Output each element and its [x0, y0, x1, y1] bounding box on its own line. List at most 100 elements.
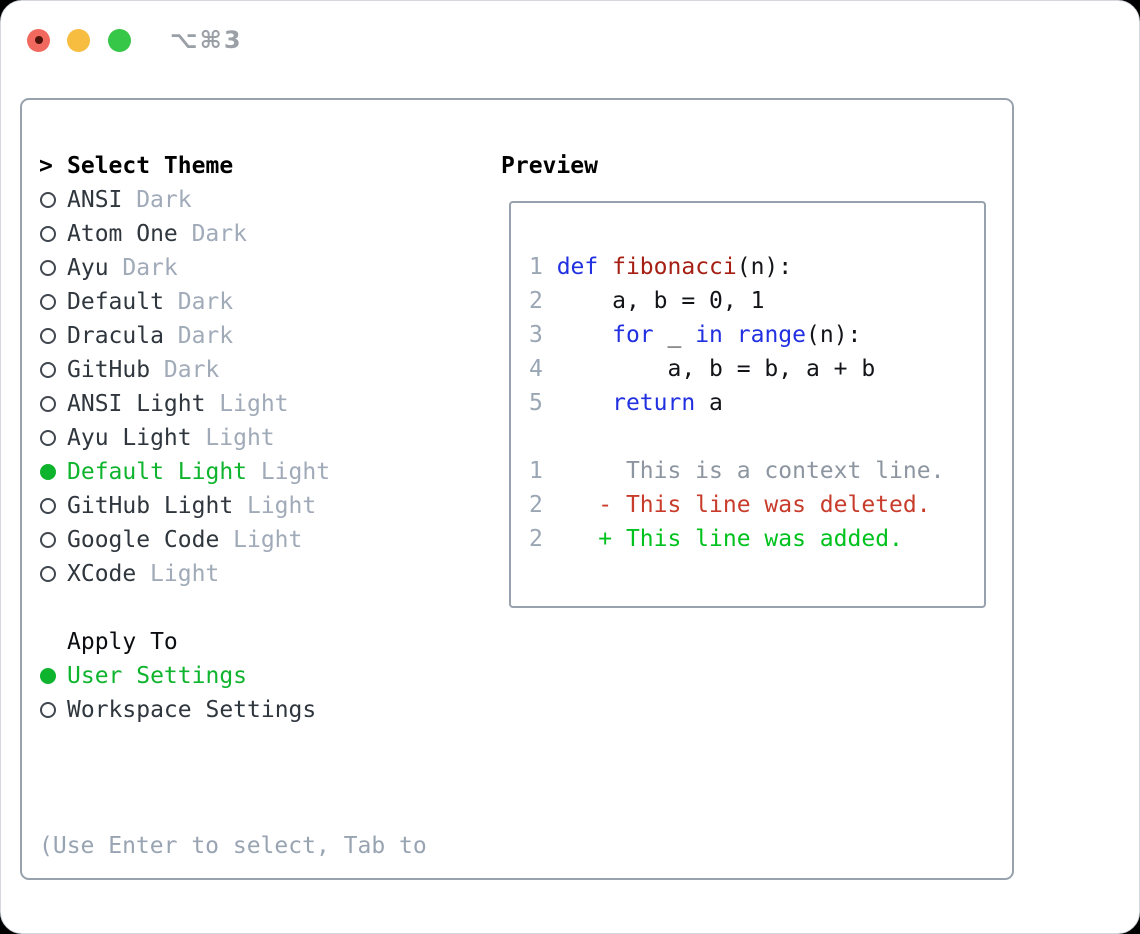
radio-icon — [39, 702, 67, 718]
radio-circle — [40, 328, 56, 344]
code-token-del: - This line was deleted. — [598, 492, 931, 518]
code-token-ln: 2 — [529, 288, 557, 314]
code-token-ln: 2 — [529, 526, 557, 552]
code-token-pl — [557, 390, 612, 416]
radio-circle — [40, 294, 56, 310]
apply-to-option[interactable]: Workspace Settings — [39, 693, 479, 727]
theme-option[interactable]: Atom One Dark — [39, 217, 479, 251]
code-line — [529, 420, 984, 454]
option-label: Workspace Settings — [67, 697, 317, 723]
preview-title: Preview — [501, 153, 598, 179]
code-token-ctx: This is a context line. — [556, 458, 945, 484]
option-variant: Dark — [163, 357, 220, 383]
hint-text: (Use Enter to select, Tab to change focu… — [39, 761, 479, 934]
apply-to-title: Apply To — [67, 629, 178, 655]
option-label: GitHub Light — [67, 493, 234, 519]
option-variant: Dark — [136, 187, 192, 213]
apply-to-option-selected[interactable]: User Settings — [39, 659, 479, 693]
select-theme-title: Select Theme — [67, 153, 234, 179]
radio-icon — [39, 328, 67, 344]
option-variant: Light — [150, 561, 220, 587]
code-token-kw: for — [612, 322, 654, 348]
option-label: Atom One — [67, 221, 178, 247]
option-variant: Light — [246, 493, 317, 519]
code-token-pl — [557, 322, 612, 348]
window-title-shortcut: ⌥⌘3 — [170, 26, 243, 54]
radio-icon — [39, 192, 67, 208]
code-line: 5 return a — [529, 386, 984, 420]
option-label: Ayu — [67, 255, 109, 281]
preview-column: Preview 1 def fibonacci(n):2 a, b = 0, 1… — [501, 149, 993, 608]
theme-option[interactable]: GitHub Light Light — [39, 489, 479, 523]
close-button[interactable] — [27, 28, 50, 52]
radio-circle — [40, 226, 56, 242]
radio-circle — [40, 396, 56, 412]
code-token-pl: a, b = b, a + b — [556, 356, 876, 382]
code-line: 1 This is a context line. — [529, 454, 984, 488]
code-token-fn: fibonacci — [612, 254, 737, 280]
theme-option[interactable]: ANSI Dark — [39, 183, 479, 217]
code-line: 4 a, b = b, a + b — [529, 352, 984, 386]
radio-icon — [39, 498, 67, 514]
option-variant: Light — [205, 425, 275, 451]
option-variant: Dark — [177, 323, 234, 349]
radio-circle — [40, 362, 56, 378]
code-token-pl: (n): — [736, 254, 793, 280]
radio-selected-icon — [39, 464, 67, 480]
code-token-pl: (n): — [806, 322, 862, 348]
code-token-pl — [598, 254, 612, 280]
window-titlebar: ⌥⌘3 — [1, 1, 1139, 79]
code-token-ln: 4 — [529, 356, 557, 382]
option-label: Default Light — [67, 459, 248, 485]
code-token-ln: 5 — [529, 390, 557, 416]
code-line: 1 def fibonacci(n): — [529, 250, 984, 284]
apply-to-header: Apply To — [39, 625, 479, 659]
code-token-kw: def — [556, 254, 599, 280]
option-label: XCode — [67, 561, 137, 587]
radio-circle — [40, 702, 56, 718]
zoom-button[interactable] — [108, 28, 131, 52]
code-token-ln: 1 — [529, 254, 557, 280]
code-line: 2 + This line was added. — [529, 522, 984, 556]
option-variant: Dark — [177, 289, 234, 315]
code-token-pl — [723, 322, 737, 348]
radio-circle — [40, 532, 56, 548]
code-token-pl — [557, 492, 599, 518]
radio-circle — [40, 668, 56, 684]
theme-option[interactable]: Dracula Dark — [39, 319, 479, 353]
code-line: 3 for _ in range(n): — [529, 318, 984, 352]
option-label: Dracula — [67, 323, 164, 349]
option-variant: Dark — [191, 221, 247, 247]
hint-line-1: (Use Enter to select, Tab to — [39, 833, 427, 859]
radio-circle — [40, 192, 56, 208]
radio-icon — [39, 396, 67, 412]
radio-icon — [39, 362, 67, 378]
radio-icon — [39, 260, 67, 276]
radio-circle — [40, 498, 56, 514]
radio-icon — [39, 226, 67, 242]
code-token-ln: 3 — [529, 322, 557, 348]
theme-option[interactable]: XCode Light — [39, 557, 479, 591]
option-label: ANSI — [67, 187, 123, 213]
radio-icon — [39, 566, 67, 582]
code-token-pl: _ — [653, 322, 696, 348]
minimize-button[interactable] — [67, 28, 90, 52]
code-token-kw: range — [736, 322, 806, 348]
option-label: User Settings — [67, 663, 248, 689]
code-token-add: + This line was added. — [598, 526, 903, 552]
radio-circle — [40, 430, 56, 446]
radio-icon — [39, 294, 67, 310]
code-token-pl — [557, 526, 599, 552]
